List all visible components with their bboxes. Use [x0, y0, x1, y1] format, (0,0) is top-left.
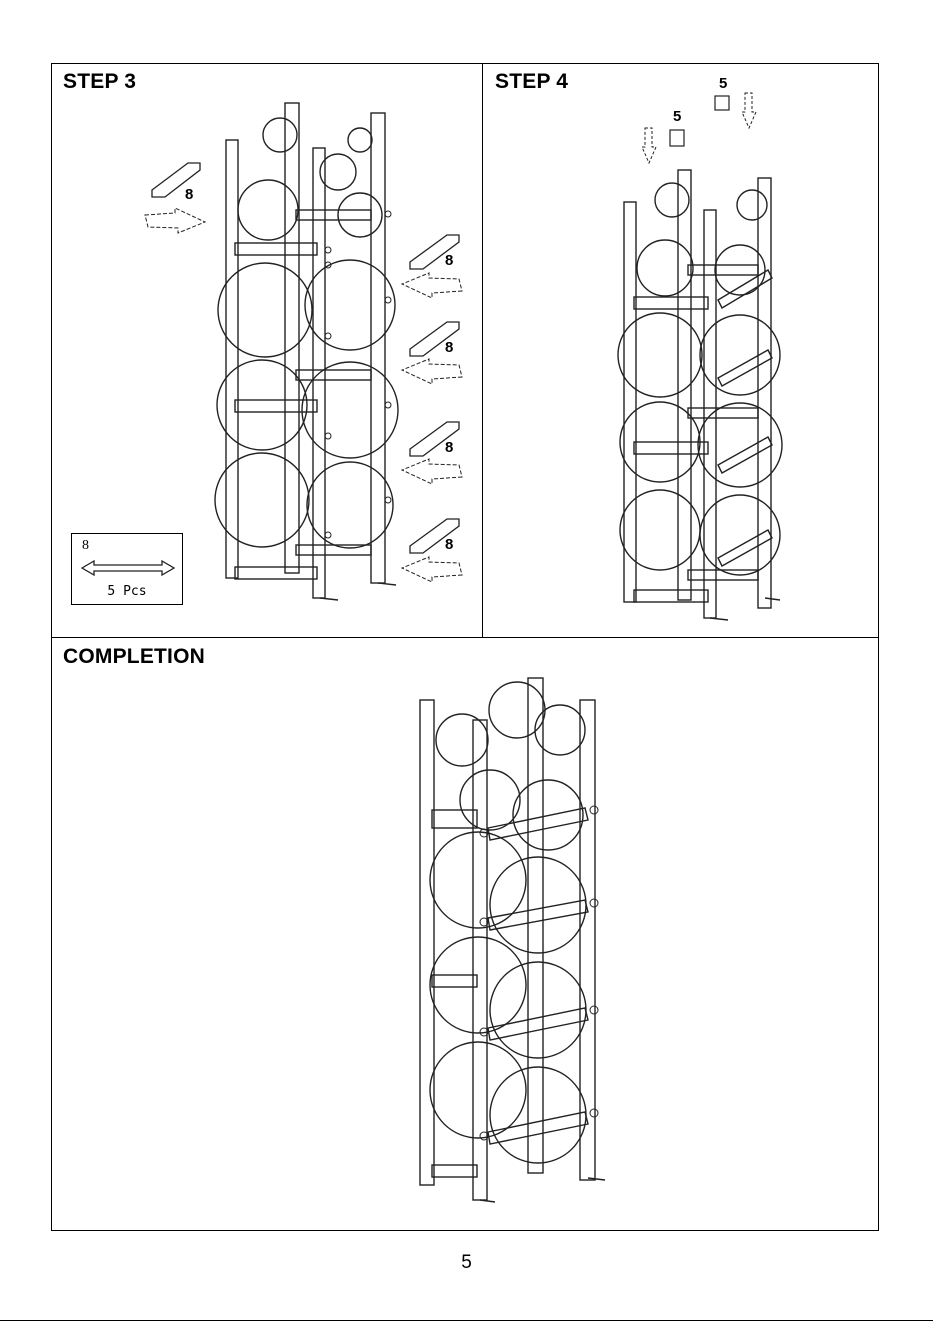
- page-number: 5: [0, 1252, 933, 1274]
- bottom-rule: [0, 1320, 933, 1321]
